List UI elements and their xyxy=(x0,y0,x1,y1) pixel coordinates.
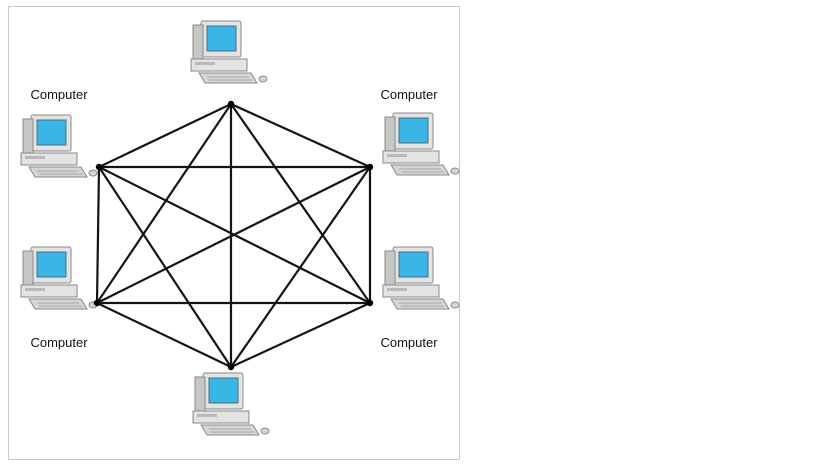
connection-point xyxy=(227,100,235,108)
connection-point xyxy=(366,299,374,307)
connection-point xyxy=(95,163,103,171)
computer-icon xyxy=(20,114,98,178)
computer-icon xyxy=(20,246,98,310)
link-top-to-lower-left xyxy=(96,103,232,304)
computer-icon xyxy=(382,112,460,176)
node-upper-right: Computer xyxy=(366,87,460,176)
node-upper-left: Computer xyxy=(20,87,103,178)
connection-point xyxy=(366,163,374,171)
link-lower-right-to-upper-left xyxy=(98,166,371,304)
computer-icon xyxy=(382,246,460,310)
computer-icon xyxy=(192,372,270,436)
link-lower-left-to-upper-left xyxy=(95,166,101,304)
link-top-to-lower-right xyxy=(230,103,371,304)
connection-point xyxy=(93,299,101,307)
link-top-to-upper-left xyxy=(98,103,232,168)
connection-point xyxy=(227,363,235,371)
link-bottom-to-lower-left xyxy=(96,302,232,368)
link-bottom-to-upper-left xyxy=(98,166,232,368)
link-lower-right-to-bottom xyxy=(230,302,371,368)
link-top-to-upper-right xyxy=(230,102,371,169)
node-label: Computer xyxy=(30,335,88,350)
node-label: Computer xyxy=(380,335,438,350)
node-label: Computer xyxy=(380,87,438,102)
node-top xyxy=(190,20,268,108)
node-lower-right: Computer xyxy=(366,246,460,350)
node-bottom xyxy=(192,363,270,436)
node-label: Computer xyxy=(30,87,88,102)
node-lower-left: Computer xyxy=(20,246,101,350)
computer-icon xyxy=(190,20,268,84)
